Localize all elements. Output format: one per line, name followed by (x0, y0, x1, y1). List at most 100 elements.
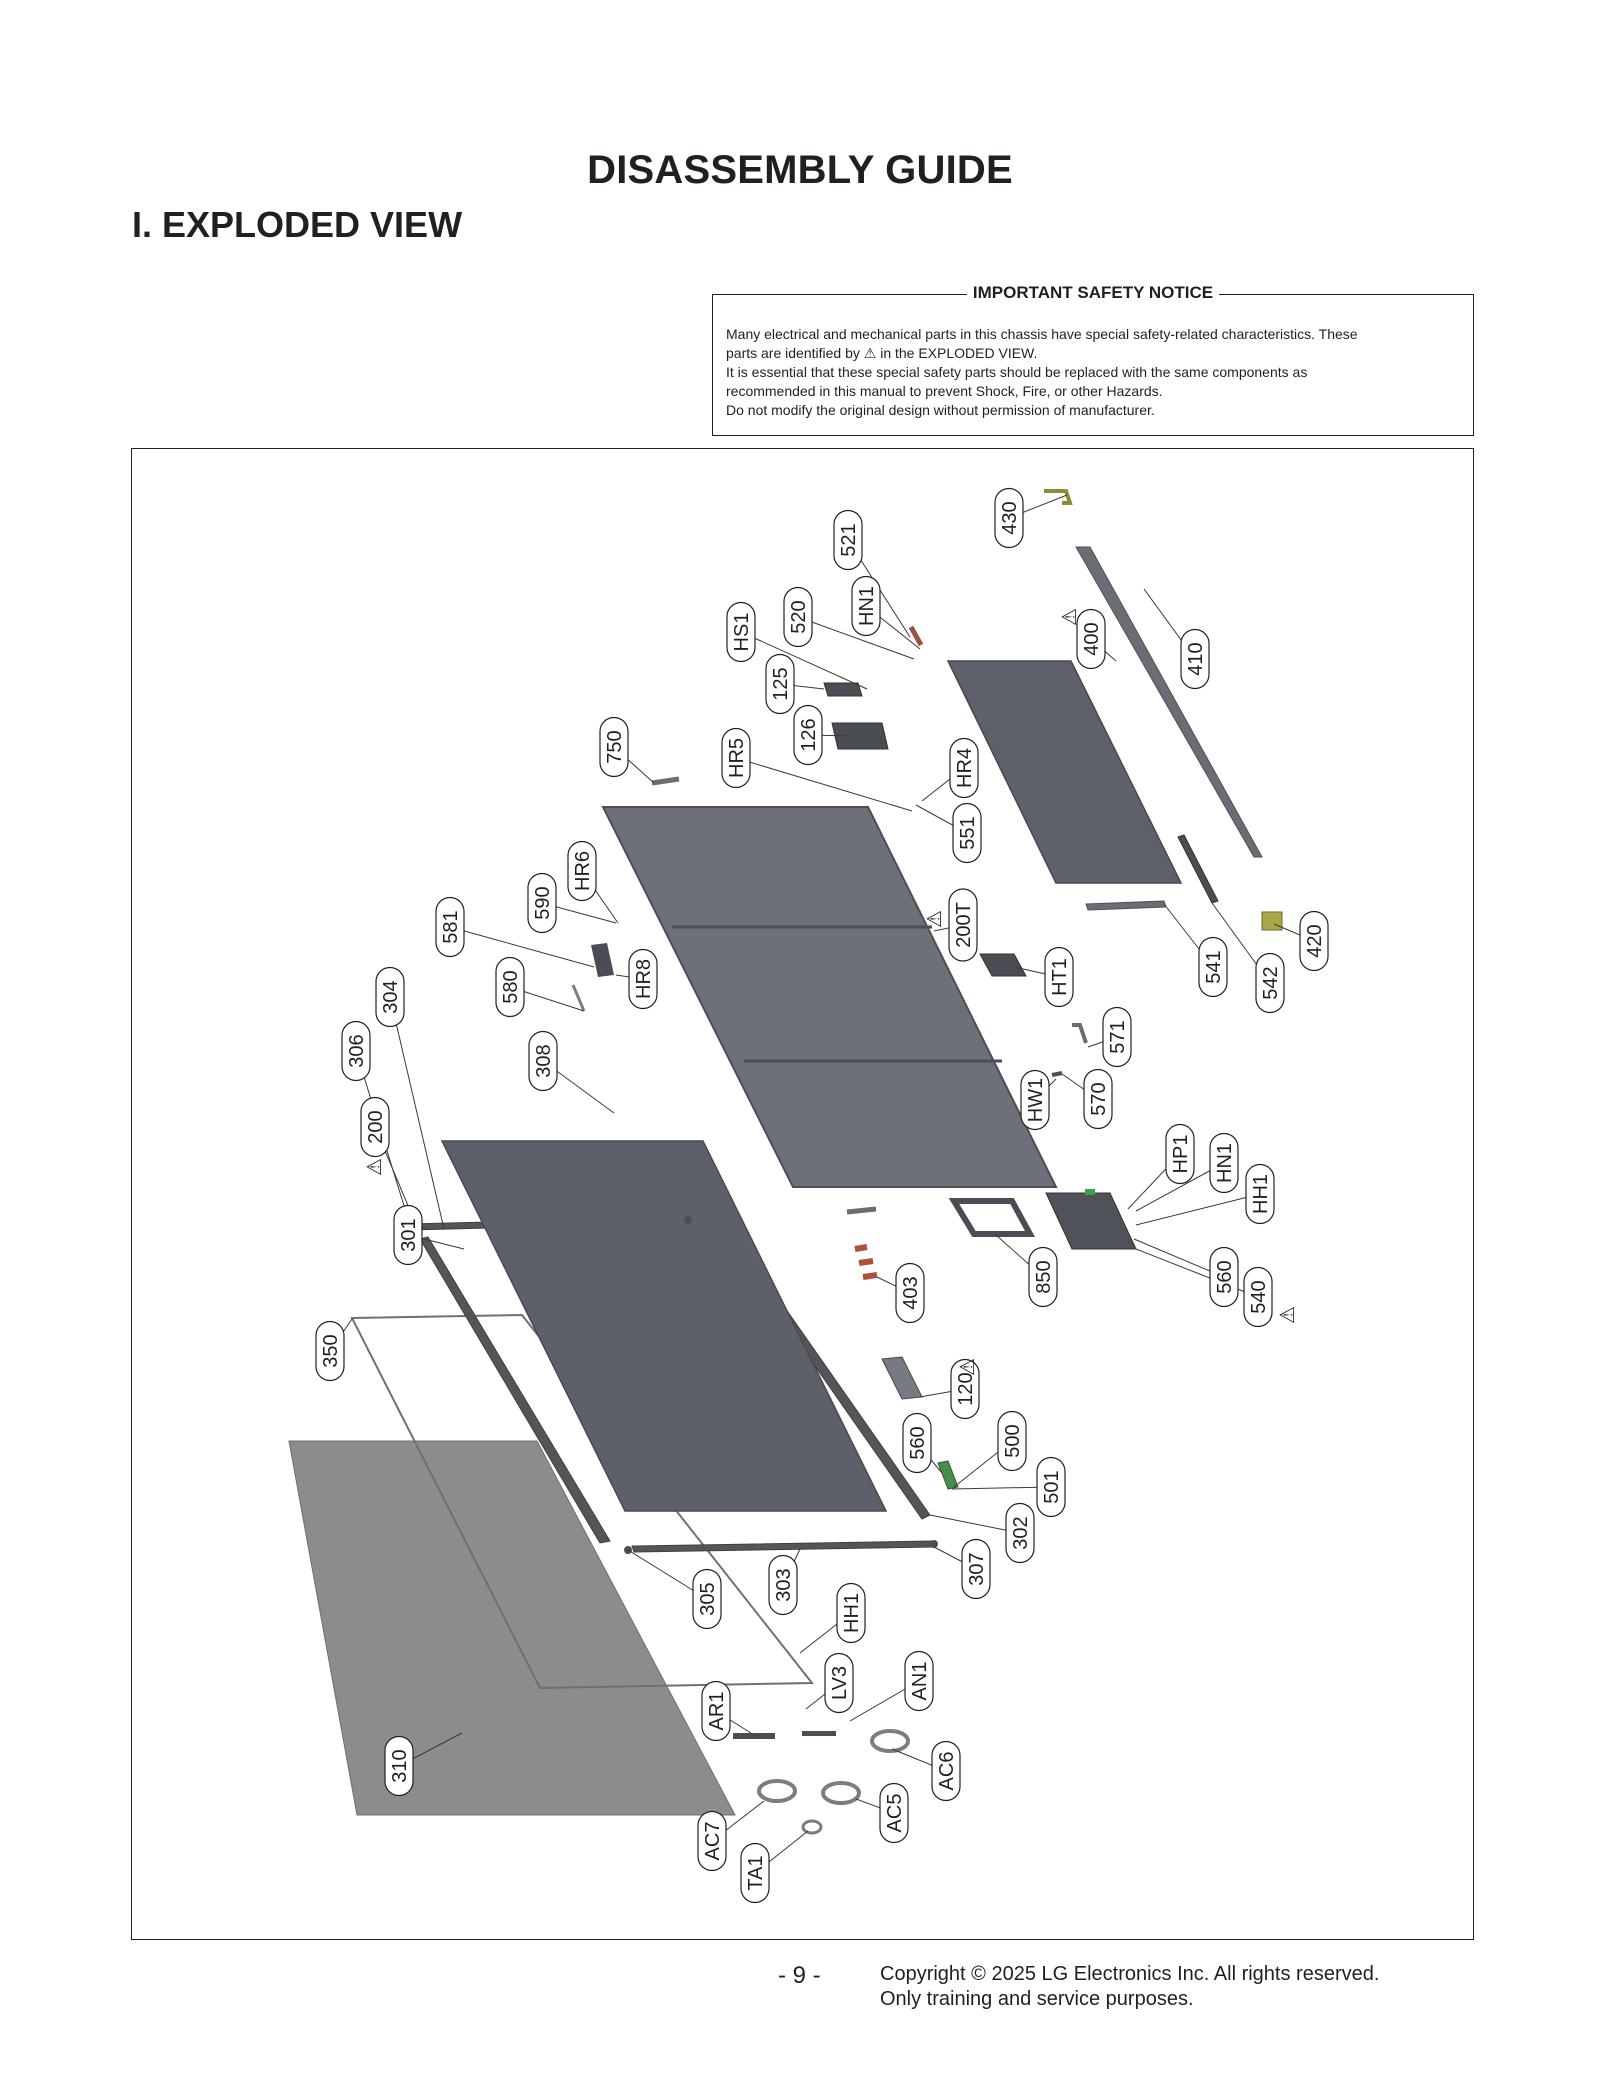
side-bar-410 (1075, 546, 1263, 858)
part-number-label: 590 (532, 886, 554, 919)
part-number-label: 521 (838, 523, 860, 556)
copyright-line: Copyright © 2025 LG Electronics Inc. All… (880, 1963, 1380, 1985)
safety-notice-body: Many electrical and mechanical parts in … (726, 325, 1460, 420)
part-number-label: AN1 (909, 1662, 931, 1701)
part-number-label: LV3 (829, 1666, 851, 1700)
part-number-label: HR4 (954, 748, 976, 788)
part-number-label: 520 (788, 600, 810, 633)
front-filter-310 (288, 1440, 736, 1816)
part-callout: 580 (495, 956, 525, 1018)
part-callout: AN1 (904, 1650, 934, 1712)
part-number-label: HP1 (1170, 1135, 1192, 1174)
part-callout: 540 (1243, 1266, 1273, 1328)
part-callout: 310 (384, 1735, 414, 1797)
part-number-label: 542 (1260, 966, 1282, 999)
part-callout: 501 (1036, 1456, 1066, 1518)
part-callout: 850 (1028, 1246, 1058, 1308)
part-callout: 542 (1255, 952, 1285, 1014)
part-number-label: 501 (1041, 1470, 1063, 1503)
part-HT1 (979, 953, 1027, 977)
part-callout: 301 (393, 1204, 423, 1266)
svg-text:⚠: ⚠ (955, 1358, 979, 1376)
lcd-panel-200 (440, 1140, 888, 1512)
part-callout: 571 (1102, 1006, 1132, 1068)
part-number-label: 571 (1107, 1020, 1129, 1053)
part-number-label: 430 (999, 501, 1021, 534)
callout-bubble (1076, 608, 1106, 670)
leader-line (951, 1486, 1052, 1490)
warning-triangle-icon: ⚠ (1057, 608, 1081, 626)
part-number-label: AC5 (884, 1794, 906, 1833)
part-callout: 303 (768, 1554, 798, 1616)
part-callout: HH1 (836, 1582, 866, 1644)
part-callout: HR8 (628, 948, 658, 1010)
leader-line (1135, 1248, 1259, 1298)
callout-bubble (765, 653, 795, 715)
back-cover-200T (601, 806, 1058, 1188)
part-number-label: 850 (1033, 1260, 1055, 1293)
part-number-label: AC6 (936, 1752, 958, 1791)
callout-bubble (1245, 1163, 1275, 1225)
part-callout: LV3 (824, 1652, 854, 1714)
callout-bubble (793, 704, 823, 766)
callout-bubble (1299, 910, 1329, 972)
part-callout: 590 (527, 872, 557, 934)
callout-bubble (393, 1204, 423, 1266)
part-number-label: HR5 (726, 738, 748, 778)
part-callout: 551 (952, 802, 982, 864)
guide-bar-303 (631, 1540, 935, 1553)
svg-text:⚠: ⚠ (922, 910, 946, 928)
leader-line (735, 757, 913, 812)
ring-TA1 (801, 1819, 823, 1835)
part-callout: 521 (833, 509, 863, 571)
svg-text:⚠: ⚠ (362, 1158, 386, 1176)
part-callout: HW1 (1020, 1069, 1050, 1131)
main-board-540 (1045, 1192, 1137, 1250)
part-number-label: 570 (1088, 1082, 1110, 1115)
part-number-label: 350 (320, 1334, 342, 1367)
part-number-label: HW1 (1025, 1078, 1047, 1122)
part-number-label: 410 (1185, 642, 1207, 675)
callout-bubble (948, 888, 978, 962)
part-number-label: 125 (770, 667, 792, 700)
board-500 (937, 1460, 959, 1490)
handle-lower (846, 1206, 877, 1215)
callout-bubble (527, 872, 557, 934)
ring-AC7 (757, 1779, 797, 1803)
part-AN1 (802, 1731, 836, 1736)
part-callout: 350 (315, 1320, 345, 1382)
part-callout: 750 (599, 716, 629, 778)
part-HN1-top (908, 625, 924, 647)
notice-line: parts are identified by ⚠ in the EXPLODE… (726, 345, 1038, 361)
part-number-label: 500 (1002, 1424, 1024, 1457)
callout-bubble (931, 1740, 961, 1802)
callout-bubble (628, 948, 658, 1010)
svg-text:⚠: ⚠ (1275, 1306, 1299, 1324)
warning-triangle-icon: ⚠ (1275, 1306, 1299, 1324)
callout-bubble (1020, 1069, 1050, 1131)
part-number-label: 308 (533, 1044, 555, 1077)
part-callout: 200 (360, 1096, 390, 1158)
callout-bubble (726, 601, 756, 663)
warning-triangle-icon: ⚠ (922, 910, 946, 928)
callout-bubble (721, 727, 751, 789)
part-number-label: HH1 (1250, 1174, 1272, 1214)
callout-bubble (949, 737, 979, 799)
part-callout: 581 (435, 896, 465, 958)
part-callout: AC5 (879, 1782, 909, 1844)
page-title: DISASSEMBLY GUIDE (587, 148, 1013, 192)
safety-notice-box: IMPORTANT SAFETY NOTICE Many electrical … (712, 283, 1474, 436)
part-number-label: HH1 (841, 1593, 863, 1633)
callout-bubble (341, 1020, 371, 1082)
part-number-label: 302 (1010, 1516, 1032, 1549)
part-125 (823, 682, 863, 697)
callout-bubble (950, 1358, 980, 1420)
part-number-label: 306 (346, 1034, 368, 1067)
part-callout: AR1 (701, 1680, 731, 1742)
callout-bubble (697, 1810, 727, 1872)
part-callout: 560 (902, 1412, 932, 1474)
leader-line (1135, 1193, 1261, 1226)
part-number-label: 304 (380, 980, 402, 1013)
copyright-line: Only training and service purposes. (880, 1988, 1194, 2010)
callout-bubble (904, 1650, 934, 1712)
